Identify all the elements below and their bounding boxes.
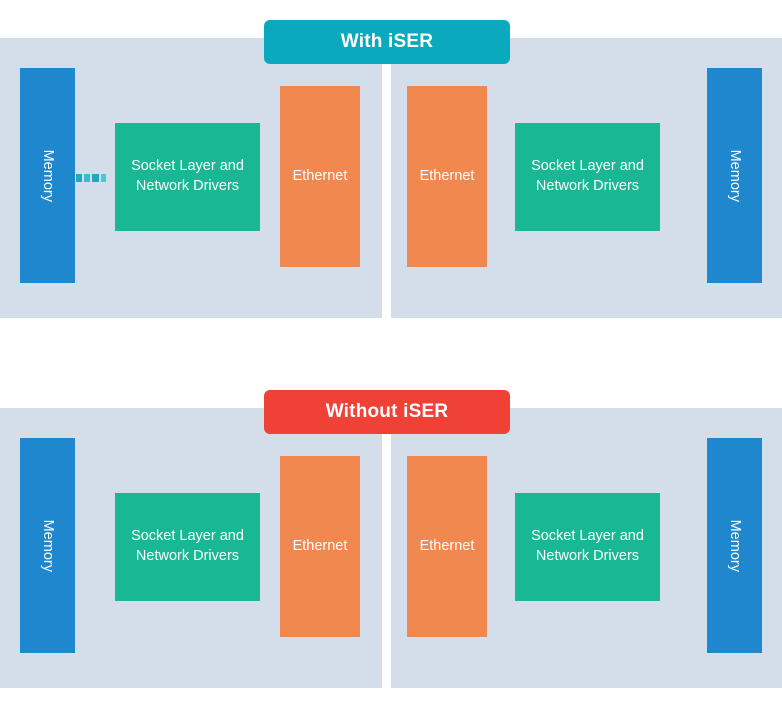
block-memory-label: Memory xyxy=(40,519,57,572)
block-ethernet-without-iser-left: Ethernet xyxy=(280,456,360,637)
block-sockets-without-iser-right: Socket Layer and Network Drivers xyxy=(515,493,660,601)
block-memory-label: Memory xyxy=(727,149,744,202)
connector-dash-segment xyxy=(100,174,106,182)
block-ethernet-label: Ethernet xyxy=(419,167,475,184)
connector-dash-segment xyxy=(76,174,83,182)
block-ethernet-label: Ethernet xyxy=(292,537,348,554)
block-memory-without-iser-right: Memory xyxy=(707,438,762,653)
block-memory-without-iser-left: Memory xyxy=(20,438,75,653)
block-ethernet-label: Ethernet xyxy=(419,537,475,554)
block-memory-label: Memory xyxy=(727,519,744,572)
block-ethernet-with-iser-right: Ethernet xyxy=(407,86,487,267)
block-sockets-with-iser-right: Socket Layer and Network Drivers xyxy=(515,123,660,231)
block-memory-with-iser-left: Memory xyxy=(20,68,75,283)
block-sockets-label: Socket Layer and Network Drivers xyxy=(131,528,244,564)
block-sockets-label: Socket Layer and Network Drivers xyxy=(131,158,244,194)
block-ethernet-label: Ethernet xyxy=(292,167,348,184)
title-with-iser-label: With iSER xyxy=(340,31,434,52)
title-with-iser: With iSER xyxy=(264,20,510,64)
block-sockets-with-iser-left: Socket Layer and Network Drivers xyxy=(115,123,260,231)
block-memory-with-iser-right: Memory xyxy=(707,68,762,283)
block-ethernet-without-iser-right: Ethernet xyxy=(407,456,487,637)
block-sockets-label: Socket Layer and Network Drivers xyxy=(531,528,644,564)
connector-dash-segment xyxy=(84,174,91,182)
block-sockets-without-iser-left: Socket Layer and Network Drivers xyxy=(115,493,260,601)
title-without-iser-label: Without iSER xyxy=(325,401,449,422)
connector-dashed-with-iser-left xyxy=(76,173,106,183)
connector-dash-segment xyxy=(92,174,99,182)
block-ethernet-with-iser-left: Ethernet xyxy=(280,86,360,267)
title-without-iser: Without iSER xyxy=(264,390,510,434)
block-memory-label: Memory xyxy=(40,149,57,202)
block-sockets-label: Socket Layer and Network Drivers xyxy=(531,158,644,194)
